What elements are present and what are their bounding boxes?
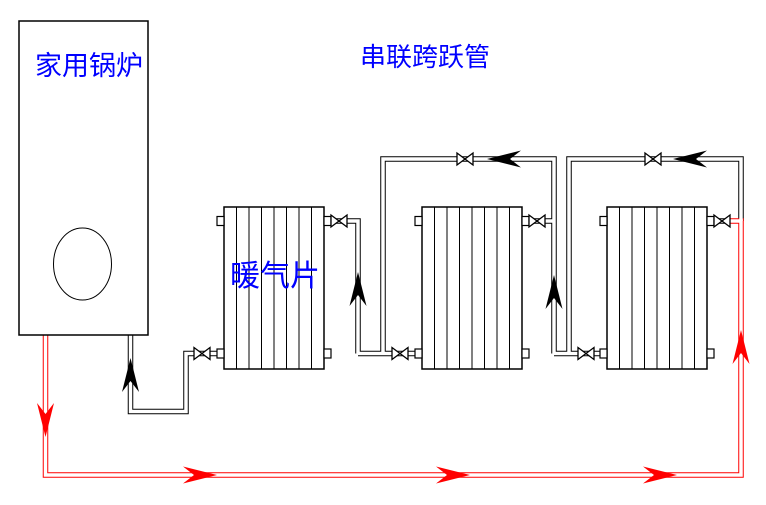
pipe-inner — [329, 219, 360, 356]
valve-icon-bypass2 — [644, 152, 662, 166]
valve-icon-rad1-inlet — [330, 214, 348, 228]
boiler: 家用锅炉 — [18, 20, 149, 336]
pipe-inner — [128, 333, 219, 414]
valve-icon-rad2-outlet — [391, 346, 409, 361]
boiler-body — [18, 20, 149, 336]
valve-icon-rad2-inlet — [528, 214, 546, 228]
valve-icon-rad3-outlet — [577, 346, 595, 361]
burner-circle-icon — [53, 227, 112, 301]
valve-icon-rad1-outlet — [193, 346, 211, 361]
radiator-label: 暖气片 — [230, 259, 320, 294]
radiator-3 — [599, 206, 715, 370]
boiler-label: 家用锅炉 — [35, 51, 143, 82]
return-pipe-to-boiler — [131, 335, 218, 412]
diagram-title: 串联跨跃管 — [360, 43, 490, 73]
valve-icon-rad3-inlet — [713, 214, 731, 228]
valve-icon-bypass1 — [456, 152, 474, 166]
radiator-2 — [414, 206, 530, 370]
radiator1-feed-pipe — [331, 221, 358, 354]
